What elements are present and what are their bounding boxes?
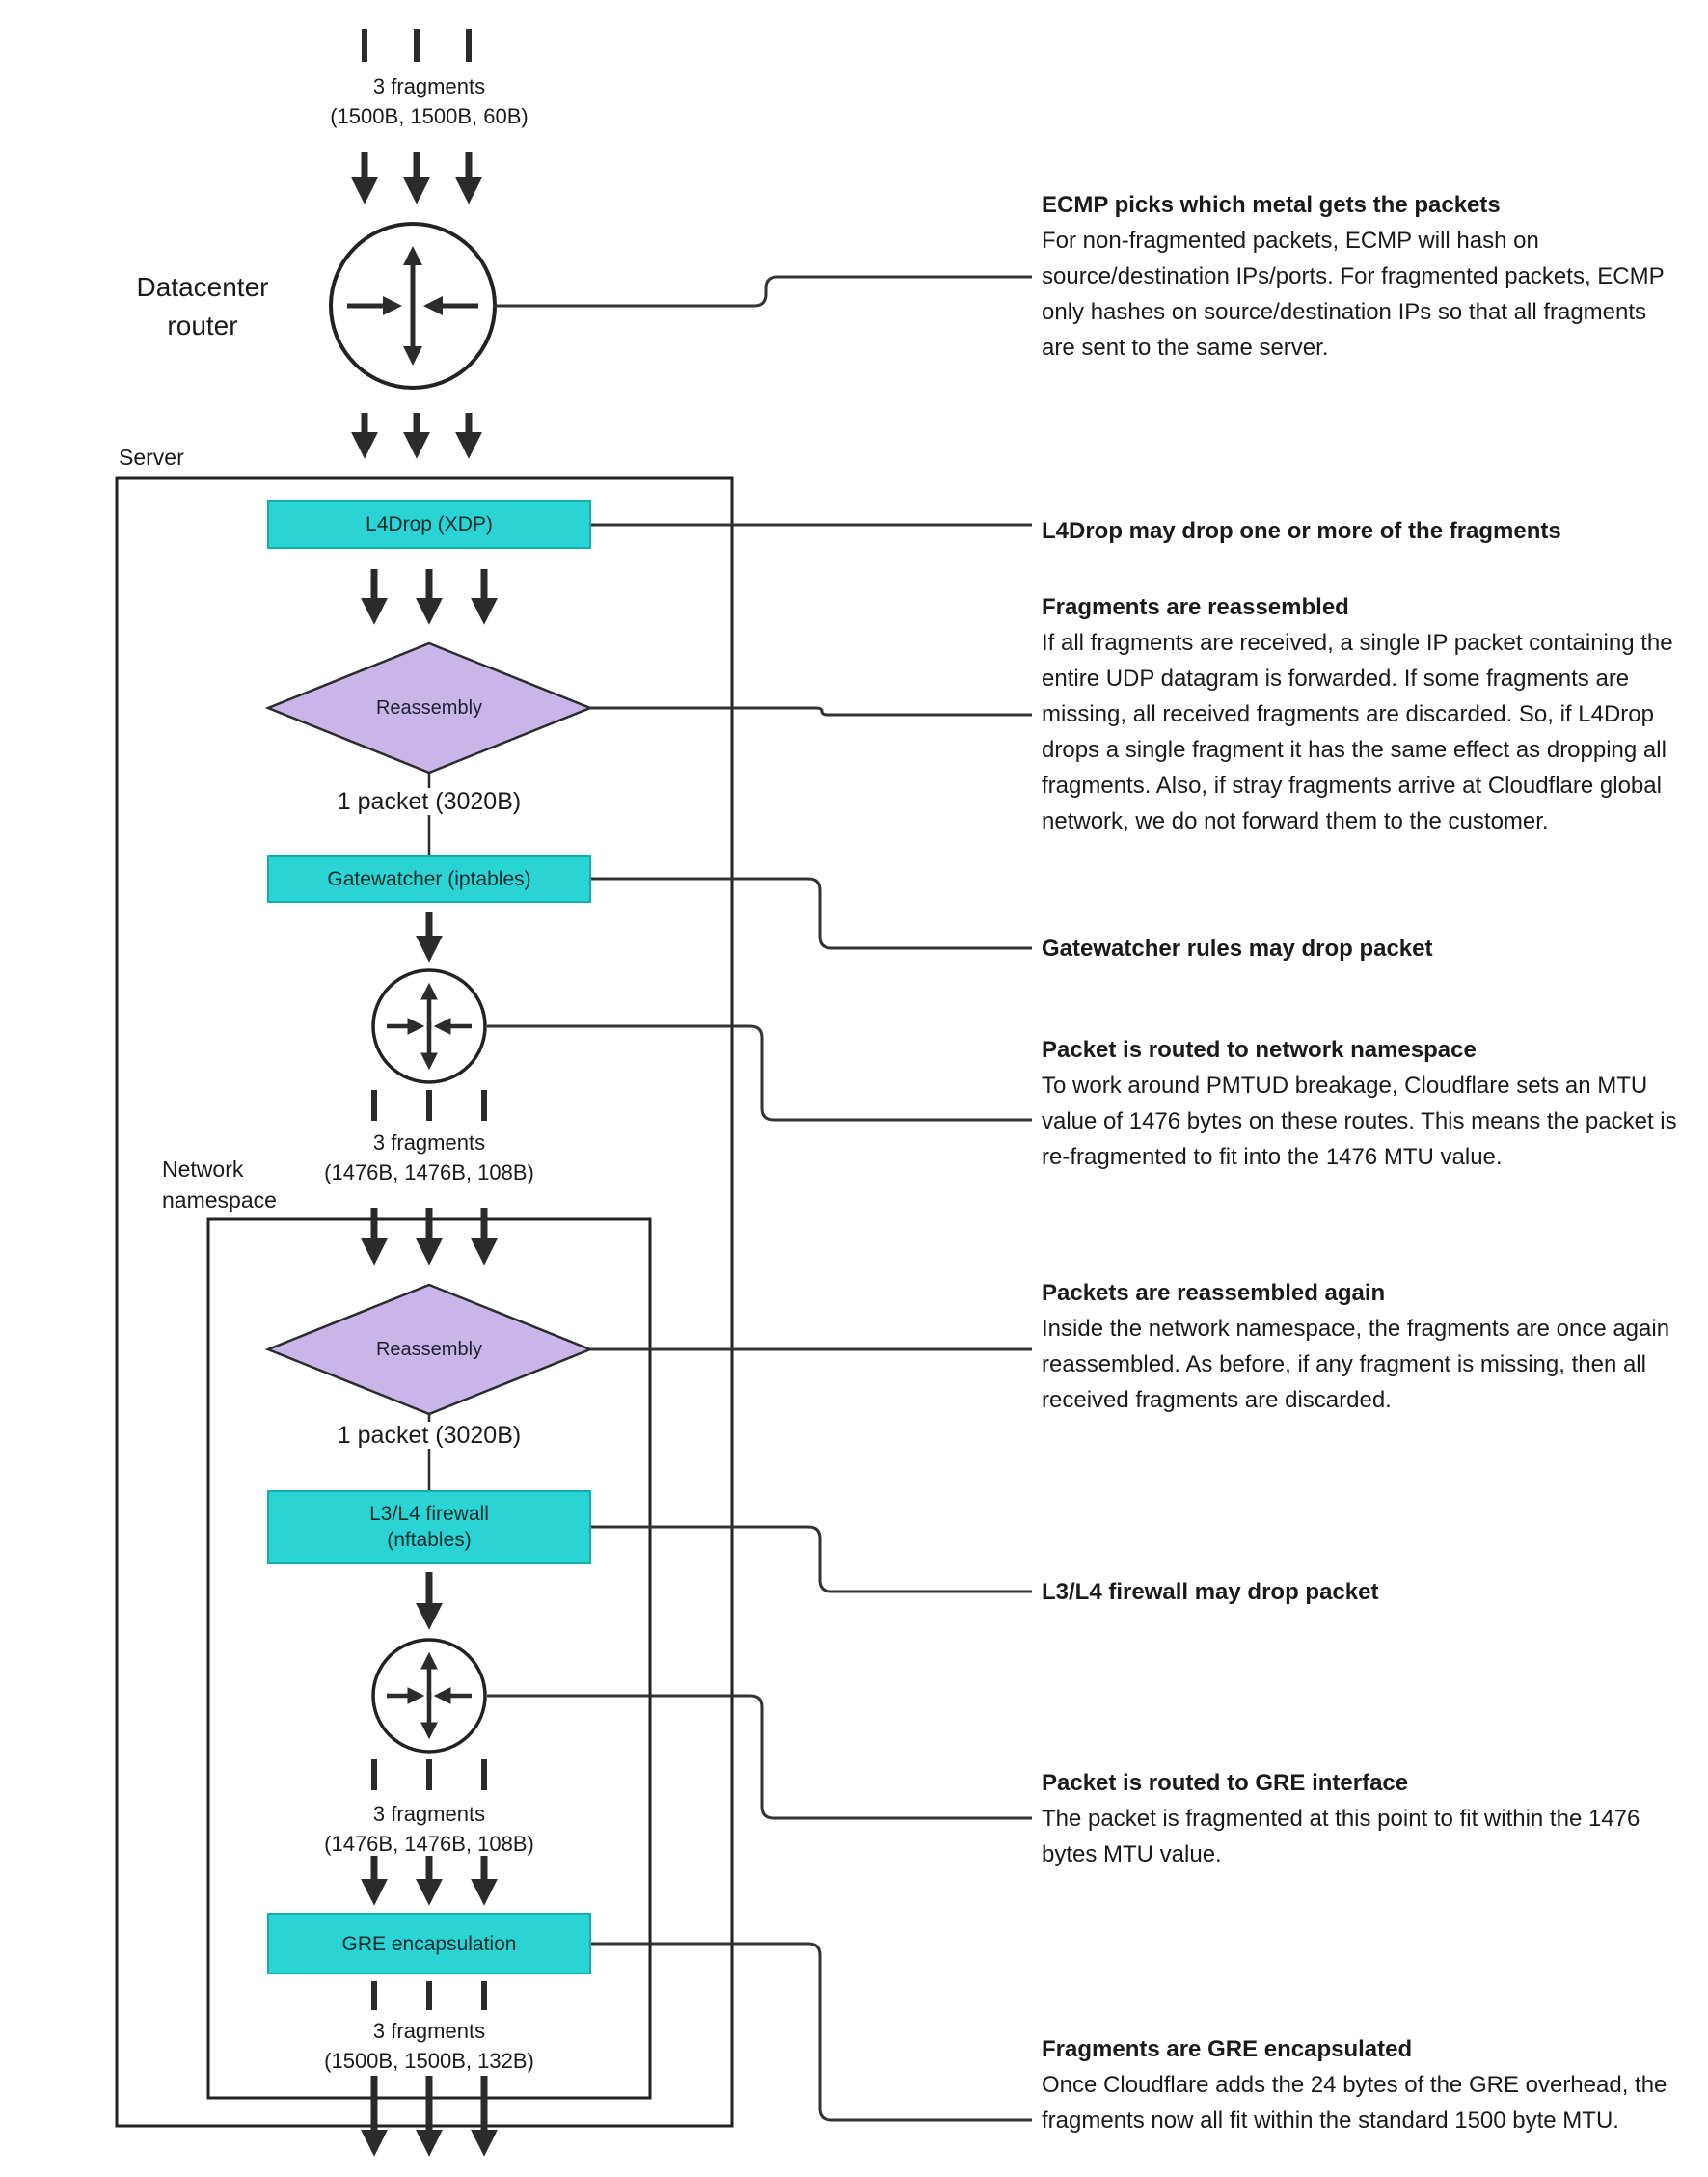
fragment-dashes-top: [362, 29, 472, 62]
packet-1-text: 1 packet (3020B): [329, 788, 529, 815]
annotation-reassembled-again: Packets are reassembled again Inside the…: [1042, 1275, 1678, 1418]
l3l4-firewall-line1: L3/L4 firewall: [369, 1503, 489, 1525]
namespace-in-fragments-label: 3 fragments (1476B, 1476B, 108B): [275, 1128, 583, 1187]
namespace-router-icon: [371, 968, 487, 1084]
out-fragments-label: 3 fragments (1500B, 1500B, 132B): [275, 2016, 583, 2076]
fragment-dashes-gre-in: [371, 1759, 487, 1790]
annotation-routed-namespace: Packet is routed to network namespace To…: [1042, 1032, 1678, 1175]
annotation-body: To work around PMTUD breakage, Cloudflar…: [1042, 1073, 1677, 1170]
fragments-sizes: (1476B, 1476B, 108B): [324, 1160, 534, 1184]
top-fragments-label: 3 fragments (1500B, 1500B, 60B): [275, 71, 583, 131]
packet-1-label: 1 packet (3020B): [275, 787, 583, 816]
connector-gre: [591, 1942, 1032, 2122]
fragments-sizes: (1500B, 1500B, 60B): [330, 104, 529, 128]
arrows-into-namespace: [361, 1208, 498, 1265]
network-namespace-line2: namespace: [162, 1187, 277, 1212]
reassembly-1-label: Reassembly: [375, 697, 483, 719]
connector-firewall: [591, 1525, 1032, 1593]
annotation-routed-gre: Packet is routed to GRE interface The pa…: [1042, 1765, 1678, 1872]
annotation-reassembled: Fragments are reassembled If all fragmen…: [1042, 589, 1678, 839]
datacenter-router-icon: [329, 222, 497, 390]
annotation-title: Gatewatcher rules may drop packet: [1042, 936, 1433, 962]
network-namespace-line1: Network: [162, 1157, 244, 1182]
annotation-title: Packets are reassembled again: [1042, 1280, 1386, 1306]
gre-encapsulation-label: GRE encapsulation: [341, 1932, 517, 1955]
server-box: [115, 476, 734, 2128]
l4drop-label: L4Drop (XDP): [366, 513, 493, 535]
connector-router-1: [487, 1024, 1032, 1122]
arrows-l4drop-to-reassembly: [361, 569, 498, 625]
annotation-title: Fragments are GRE encapsulated: [1042, 2036, 1413, 2062]
annotation-gatewatcher-drop: Gatewatcher rules may drop packet: [1042, 931, 1678, 966]
fragment-dashes-out: [371, 1981, 487, 2010]
annotation-body: If all fragments are received, a single …: [1042, 630, 1673, 834]
gre-in-fragments-label: 3 fragments (1476B, 1476B, 108B): [275, 1799, 583, 1859]
connector-reassembly-1: [590, 706, 1032, 717]
datacenter-router-label: Datacenter router: [96, 268, 309, 345]
datacenter-router-line1: Datacenter: [136, 272, 269, 302]
fragments-count: 3 fragments: [372, 1802, 486, 1826]
fragments-sizes: (1476B, 1476B, 108B): [324, 1832, 534, 1856]
arrows-into-gre: [361, 1856, 498, 1906]
network-namespace-label: Network namespace: [162, 1154, 277, 1215]
annotation-firewall-drop: L3/L4 firewall may drop packet: [1042, 1574, 1678, 1610]
l3l4-firewall-line2: (nftables): [387, 1529, 472, 1551]
annotation-body: For non-fragmented packets, ECMP will ha…: [1042, 228, 1665, 361]
l4drop-box: L4Drop (XDP): [267, 500, 591, 549]
annotation-title: ECMP picks which metal gets the packets: [1042, 192, 1501, 218]
server-label: Server: [119, 445, 184, 470]
gatewatcher-box: Gatewatcher (iptables): [267, 855, 591, 903]
fragments-sizes: (1500B, 1500B, 132B): [324, 2049, 534, 2073]
gatewatcher-label: Gatewatcher (iptables): [327, 867, 531, 890]
packet-2-text: 1 packet (3020B): [329, 1422, 529, 1449]
fragments-count: 3 fragments: [372, 2019, 486, 2043]
connector-ecmp: [493, 275, 1032, 308]
packet-2-label: 1 packet (3020B): [275, 1421, 583, 1450]
annotation-title: Fragments are reassembled: [1042, 594, 1349, 620]
fragments-count: 3 fragments: [372, 1130, 486, 1155]
fragments-count: 3 fragments: [372, 74, 486, 98]
annotation-gre-encapsulated: Fragments are GRE encapsulated Once Clou…: [1042, 2031, 1678, 2138]
arrows-into-router: [351, 152, 482, 204]
reassembly-2-label: Reassembly: [375, 1339, 483, 1360]
connector-router-2: [487, 1694, 1032, 1820]
annotation-l4drop-drop: L4Drop may drop one or more of the fragm…: [1042, 513, 1678, 549]
connector-gatewatcher: [591, 877, 1032, 950]
annotation-body: Inside the network namespace, the fragme…: [1042, 1316, 1670, 1413]
arrows-exit: [361, 2076, 498, 2157]
arrows-into-server: [351, 413, 482, 459]
annotation-body: The packet is fragmented at this point t…: [1042, 1806, 1640, 1867]
gre-router-icon: [371, 1638, 487, 1754]
annotation-title: Packet is routed to GRE interface: [1042, 1770, 1409, 1796]
annotation-ecmp: ECMP picks which metal gets the packets …: [1042, 187, 1678, 366]
annotation-title: Packet is routed to network namespace: [1042, 1037, 1477, 1063]
gre-encapsulation-box: GRE encapsulation: [267, 1913, 591, 1974]
l3l4-firewall-box: L3/L4 firewall (nftables): [267, 1490, 591, 1564]
fragment-dashes-namespace-in: [371, 1090, 487, 1121]
annotation-title: L4Drop may drop one or more of the fragm…: [1042, 518, 1561, 544]
annotation-body: Once Cloudflare adds the 24 bytes of the…: [1042, 2072, 1667, 2134]
annotation-connectors: [487, 275, 1032, 2122]
datacenter-router-line2: router: [167, 311, 238, 340]
annotation-title: L3/L4 firewall may drop packet: [1042, 1579, 1379, 1605]
